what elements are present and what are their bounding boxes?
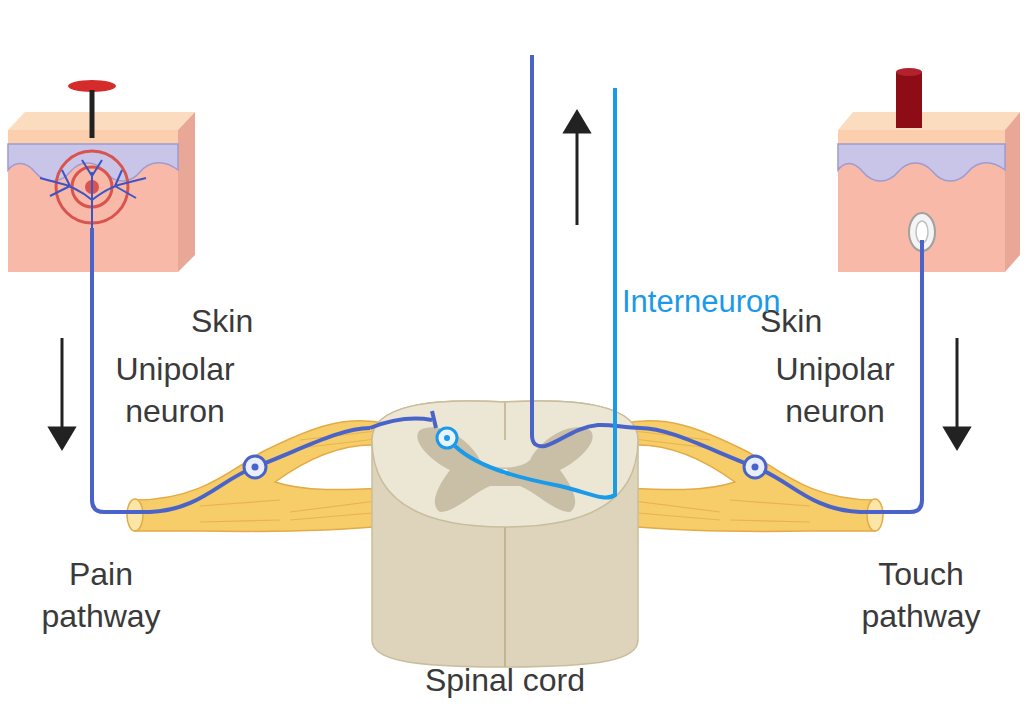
skin-dermis (838, 130, 1005, 272)
anterior-fissure (504, 527, 506, 667)
ganglion-cell (244, 456, 266, 478)
arrow-head (945, 428, 969, 448)
posterior-fissure (504, 402, 506, 440)
neuron-label: Unipolar neuron (88, 348, 262, 432)
skin-node: Skin (8, 112, 275, 272)
arrow-shaft (61, 338, 64, 438)
touch-weight (896, 72, 922, 128)
skin-top (838, 112, 1020, 130)
ganglion-cell (744, 456, 766, 478)
ganglion-nucleus (752, 464, 759, 471)
synapse (432, 411, 436, 428)
pathway-label: Pain pathway (14, 553, 188, 637)
arrow-shaft (576, 122, 579, 225)
pin-stem (90, 90, 95, 138)
skin-epidermis (838, 130, 1005, 144)
skin-block (838, 68, 1020, 272)
arrow-head (565, 112, 589, 132)
direction-arrows (50, 112, 969, 448)
skin-top (8, 112, 195, 130)
node-label: Skin (191, 300, 281, 342)
neuron-label: Unipolar neuron (748, 348, 922, 432)
nerve-root (135, 421, 388, 532)
nerve-end (127, 499, 143, 531)
skin-dermis (8, 130, 178, 272)
arrow-head (50, 428, 74, 448)
edge-layer (92, 272, 922, 512)
neuron-fiber (920, 240, 924, 272)
skin-layer (838, 144, 1005, 181)
free-nerve-ending (40, 160, 146, 230)
node-label: Spinal cord (370, 659, 640, 701)
interneuron-body (437, 428, 457, 448)
unipolar-neuron (92, 272, 370, 512)
neuron-fiber (90, 228, 94, 272)
pacinian-core (916, 221, 928, 243)
interneuron-nucleus (444, 435, 450, 441)
pathway-label: Touch pathway (834, 553, 1008, 637)
interneuron-label: Interneuron (622, 281, 842, 323)
skin-side (178, 112, 195, 272)
neuron-fiber (370, 419, 432, 428)
skin-side (1005, 112, 1020, 272)
grey-matter (417, 427, 592, 512)
skin-block (8, 80, 195, 272)
ganglion-nucleus (252, 464, 259, 471)
touch-weight-top (896, 68, 922, 76)
nerve-roots (622, 421, 883, 532)
interneuron-fiber (455, 88, 615, 498)
nerve-roots (127, 421, 388, 532)
skin-node: Skin (760, 112, 1020, 272)
arrow-shaft (956, 338, 959, 438)
spinal-cord-body (372, 401, 638, 667)
root-fibers (200, 430, 385, 522)
spinal-cord-node: Spinal cord (370, 400, 640, 700)
ascending-neuron (532, 55, 640, 446)
